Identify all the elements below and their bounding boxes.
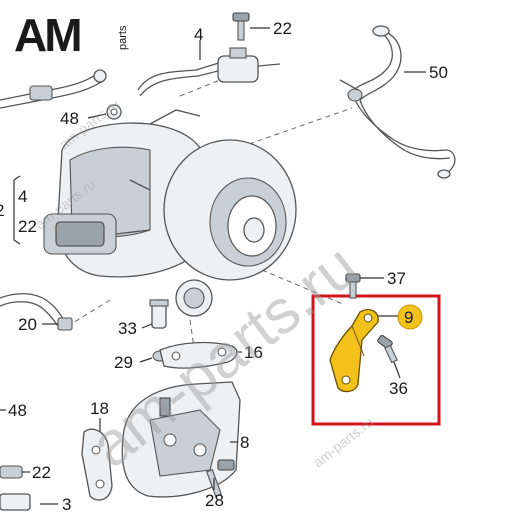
- bolt-28-head: [217, 459, 235, 471]
- bracket-face: [149, 409, 221, 477]
- bracket-9-hole-top: [363, 313, 373, 323]
- hose-clamp: [347, 88, 363, 102]
- callout-33: 33: [118, 319, 137, 338]
- dash-line-turbo-to-bracket: [261, 269, 346, 306]
- oil-pipe-tube-2: [0, 79, 105, 109]
- oil-pipe-fitting: [29, 85, 53, 101]
- leader-29: [139, 357, 153, 363]
- pipe-20-fitting: [57, 317, 73, 331]
- hose-branch: [339, 79, 359, 91]
- callout-22-top: 22: [273, 19, 292, 38]
- gasket-16: [159, 341, 238, 369]
- callout-29: 29: [114, 353, 133, 372]
- leader-48-upper: [87, 113, 107, 119]
- callout-16: 16: [244, 343, 263, 362]
- callout-9: 9: [404, 308, 413, 327]
- dash-line-turbo-to-hose: [231, 107, 353, 151]
- actuator-body: [55, 221, 105, 247]
- callout-labels: 22 4 50 48 4 22 2 37 9 36 20 33 16 29 48…: [0, 19, 448, 512]
- callout-badge-9: [397, 304, 423, 330]
- dash-line-turbo-to-pipe20: [67, 299, 111, 327]
- coolant-hose-50: [339, 25, 456, 179]
- hose-end-bottom: [437, 169, 451, 179]
- vacuum-line-4: [137, 12, 281, 97]
- oil-return-pipe-20: [0, 293, 73, 331]
- bracket-ticks: [13, 175, 21, 245]
- gasket-18-hole-1: [91, 445, 101, 455]
- am-parts-logo: AM parts: [14, 9, 129, 61]
- gasket-18: [81, 428, 113, 501]
- logo-mark: AM: [14, 9, 80, 61]
- pipe-20-tube: [0, 293, 67, 323]
- callout-8: 8: [240, 433, 249, 452]
- bolt-37-shaft: [349, 281, 357, 299]
- dash-line-sensor: [179, 71, 241, 97]
- sensor-connector: [257, 63, 281, 67]
- callout-18: 18: [90, 399, 109, 418]
- bracket-9: [329, 308, 379, 393]
- callout-2-edge: 2: [0, 201, 4, 220]
- bracket-hole-1: [163, 433, 177, 447]
- bolt-22-head: [232, 12, 250, 22]
- callout-37: 37: [387, 269, 406, 288]
- highlight-box: [311, 294, 441, 426]
- oil-pipe-tube: [0, 71, 101, 101]
- bracket-9-edge: [351, 325, 365, 357]
- watermark-small-right: am-parts.ru: [310, 414, 376, 471]
- gasket-18-hole-2: [95, 479, 105, 489]
- pipe-20-tube-2: [0, 301, 61, 329]
- support-bracket-8: [121, 381, 241, 498]
- hose-upper-outline-2: [359, 31, 402, 101]
- callout-36: 36: [389, 379, 408, 398]
- callout-4-left: 4: [18, 187, 27, 206]
- hose-end-top: [372, 25, 390, 37]
- turbocharger-assembly: [43, 109, 297, 317]
- sensor-cap: [229, 47, 247, 59]
- callout-4-top: 4: [194, 25, 203, 44]
- callout-48-upper: 48: [60, 109, 79, 128]
- stud-33-cap: [149, 299, 169, 307]
- actuator-rod: [115, 229, 151, 235]
- leader-lines: [0, 27, 426, 505]
- callout-50: 50: [429, 63, 448, 82]
- gasket-hole-2: [217, 347, 227, 357]
- part-22-bottom: [0, 465, 23, 479]
- callout-22-bottom: 22: [32, 463, 51, 482]
- highlighted-bracket-group: [311, 273, 441, 426]
- bolt-36-shaft: [384, 344, 398, 364]
- hose-lower-outline: [351, 91, 447, 152]
- part-3-bottom: [0, 493, 31, 511]
- callout-28: 28: [205, 491, 224, 510]
- vacuum-line-tube: [137, 61, 223, 91]
- logo-suffix: parts: [117, 25, 129, 50]
- sensor-body: [217, 55, 259, 83]
- leader-36: [393, 361, 401, 379]
- callout-48-lower: 48: [8, 401, 27, 420]
- callout-3: 3: [62, 495, 71, 512]
- lower-left-parts: [0, 465, 31, 511]
- bracket-9-hole-bottom: [341, 375, 351, 385]
- bracket-hole-2: [193, 443, 207, 457]
- hose-upper-outline: [351, 29, 393, 93]
- vacuum-line-tube-2: [139, 69, 223, 97]
- compressor-outlet-bore: [183, 287, 205, 309]
- seal-ring-48-hole: [110, 108, 118, 116]
- top-flange-edge: [149, 109, 201, 125]
- leader-33: [141, 323, 153, 329]
- gasket-18-body: [81, 428, 113, 501]
- bracket-stud: [159, 397, 171, 417]
- small-parts-group: [149, 299, 238, 369]
- callout-20: 20: [18, 315, 37, 334]
- callout-22-left: 22: [18, 217, 37, 236]
- gasket-hole-1: [171, 351, 181, 361]
- housing-detail-line: [129, 179, 151, 191]
- hose-lower-outline-2: [359, 99, 451, 160]
- compressor-wheel: [243, 217, 265, 243]
- oil-pipe-left: [0, 69, 122, 120]
- oil-pipe-banjo: [93, 69, 107, 83]
